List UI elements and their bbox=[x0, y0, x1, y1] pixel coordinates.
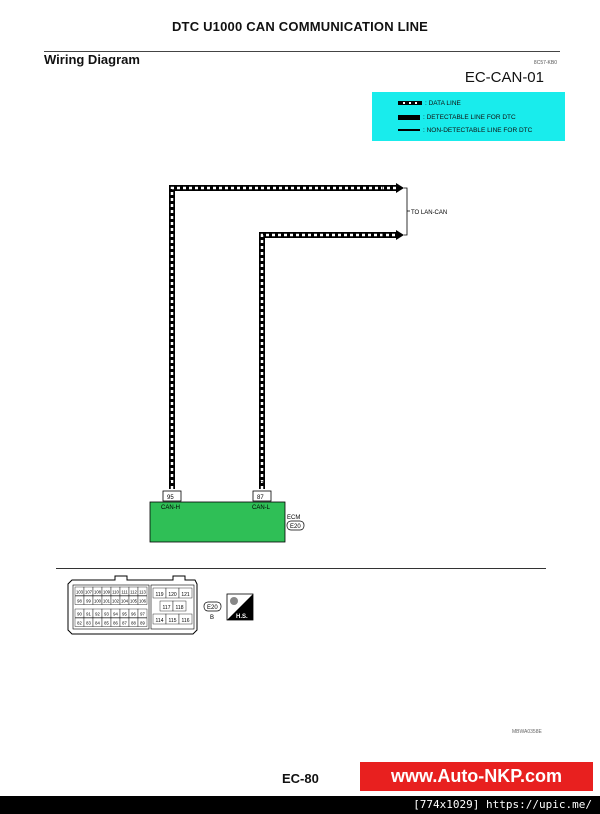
pin-number: 94 bbox=[113, 612, 118, 617]
pin-number: 91 bbox=[86, 612, 91, 617]
hs-label: H.S. bbox=[236, 614, 248, 620]
detectable-line-swatch bbox=[398, 114, 420, 120]
pin-number: 112 bbox=[130, 590, 137, 595]
to-lan-can-label: TO LAN-CAN bbox=[411, 210, 447, 216]
connector-id: E20 bbox=[207, 605, 218, 611]
pin-number: 105 bbox=[130, 599, 138, 604]
brand-banner[interactable]: www.Auto-NKP.com bbox=[360, 762, 593, 791]
pin-cell bbox=[137, 586, 148, 596]
pin-number: 116 bbox=[182, 618, 190, 624]
can-l-label: CAN-L bbox=[252, 505, 271, 511]
pin-number: 113 bbox=[139, 590, 146, 595]
connector-color: B bbox=[210, 615, 214, 621]
pin-number: 110 bbox=[112, 590, 119, 595]
pin-87-box bbox=[252, 490, 272, 502]
pin-number: 109 bbox=[103, 590, 111, 595]
diagram-id: EC-CAN-01 bbox=[464, 69, 544, 86]
pin-number: 118 bbox=[176, 605, 184, 611]
pin-number: 107 bbox=[85, 590, 93, 595]
pin-number: 84 bbox=[95, 621, 100, 626]
pin-number: 83 bbox=[86, 621, 91, 626]
can-h-label: CAN-H bbox=[161, 505, 180, 511]
ecm-box bbox=[149, 501, 286, 543]
pin-number: 111 bbox=[121, 590, 128, 595]
url-stamp: [774x1029] https://upic.me/ bbox=[413, 798, 592, 811]
pin-number: 88 bbox=[131, 621, 136, 626]
pin-number: 92 bbox=[95, 612, 100, 617]
legend-label: : DATA LINE bbox=[425, 99, 461, 107]
pin-number: 95 bbox=[122, 612, 127, 617]
pin-number: 96 bbox=[131, 612, 136, 617]
pin-number: 100 bbox=[94, 599, 102, 604]
pin-number: 86 bbox=[113, 621, 118, 626]
pin-95-label: 95 bbox=[167, 495, 174, 501]
image-code: MBWA0358E bbox=[512, 729, 542, 735]
legend-box: : DATA LINE : DETECTABLE LINE FOR DTC : … bbox=[372, 92, 565, 141]
non-detectable-line-swatch bbox=[398, 129, 420, 131]
pin-cell bbox=[178, 587, 193, 599]
pin-87-label: 87 bbox=[257, 495, 264, 501]
wire-l bbox=[169, 183, 404, 489]
doc-ref: 8C57-KB0 bbox=[533, 60, 557, 66]
pin-number: 106 bbox=[139, 599, 147, 604]
pin-95-box bbox=[162, 490, 182, 502]
pin-number: 119 bbox=[156, 592, 164, 598]
legend-item-data: : DATA LINE bbox=[398, 98, 461, 108]
pin-cell bbox=[137, 595, 148, 605]
hs-badge-icon: H.S. bbox=[226, 593, 254, 621]
pin-number: 89 bbox=[140, 621, 145, 626]
pin-number: 120 bbox=[168, 592, 177, 598]
pin-number: 114 bbox=[156, 618, 164, 624]
arrow-l-icon bbox=[396, 183, 404, 193]
pin-cell bbox=[178, 613, 193, 625]
ecm-connector-id: E20 bbox=[290, 524, 301, 530]
page-number: EC-80 bbox=[282, 771, 319, 786]
wire-p bbox=[259, 230, 404, 489]
pin-number: 101 bbox=[103, 599, 111, 604]
pin-number: 102 bbox=[112, 599, 120, 604]
legend-item-detectable: : DETECTABLE LINE FOR DTC bbox=[398, 112, 516, 122]
arrow-p-icon bbox=[396, 230, 404, 240]
connector-id-badge bbox=[203, 601, 222, 612]
pin-cell bbox=[137, 608, 148, 618]
pin-number: 121 bbox=[181, 592, 190, 598]
pin-number: 87 bbox=[122, 621, 127, 626]
pin-number: 115 bbox=[169, 618, 177, 624]
arrow-l-label: L bbox=[382, 187, 386, 193]
legend-item-non-detectable: : NON-DETECTABLE LINE FOR DTC bbox=[398, 125, 532, 135]
manual-page: DTC U1000 CAN COMMUNICATION LINE Wiring … bbox=[0, 0, 600, 796]
arrow-p-label: P bbox=[382, 234, 386, 240]
lan-can-bracket bbox=[404, 187, 410, 236]
wiring-diagram: L P TO LAN-CAN L P 95 87 CAN-H CAN-L ECM… bbox=[67, 183, 447, 635]
wire-color-p: P bbox=[260, 481, 264, 487]
pin-cell bbox=[137, 617, 148, 627]
pin-number: 104 bbox=[121, 599, 129, 604]
footer-rule bbox=[56, 568, 546, 569]
pin-number: 97 bbox=[140, 612, 145, 617]
header-rule bbox=[44, 51, 560, 52]
pin-number: 90 bbox=[77, 612, 82, 617]
ecm-connector-badge bbox=[286, 520, 305, 531]
wire-color-l: L bbox=[170, 481, 173, 487]
pin-number: 99 bbox=[86, 599, 91, 604]
pin-cell bbox=[172, 600, 187, 612]
legend-label: : NON-DETECTABLE LINE FOR DTC bbox=[423, 126, 533, 134]
ecm-label: ECM bbox=[287, 515, 300, 521]
legend-label: : DETECTABLE LINE FOR DTC bbox=[423, 113, 516, 121]
page-title: DTC U1000 CAN COMMUNICATION LINE bbox=[171, 19, 429, 34]
pin-number: 82 bbox=[77, 621, 82, 626]
pin-number: 117 bbox=[163, 605, 171, 611]
pin-number: 98 bbox=[77, 599, 82, 604]
section-title: Wiring Diagram bbox=[44, 52, 140, 67]
pin-number: 93 bbox=[104, 612, 109, 617]
pin-number: 85 bbox=[104, 621, 109, 626]
pin-number: 108 bbox=[94, 590, 102, 595]
data-line-swatch bbox=[398, 101, 422, 105]
pin-number: 103 bbox=[76, 590, 84, 595]
